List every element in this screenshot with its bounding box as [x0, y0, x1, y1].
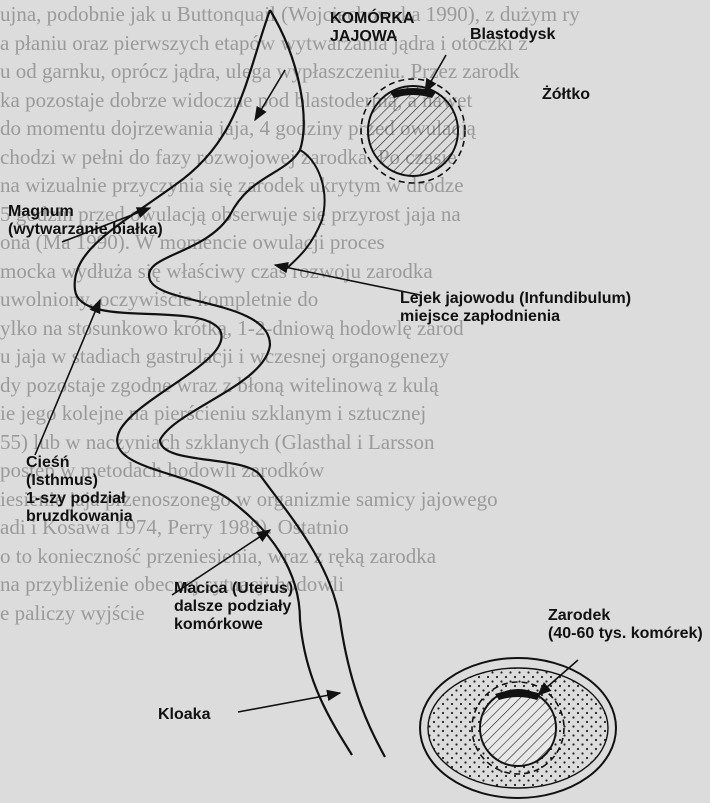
oviduct-wall-right — [149, 10, 385, 757]
arrow-infundibulum — [275, 265, 420, 295]
egg-cell-figure — [361, 79, 465, 183]
label-cloaca: Kloaka — [158, 706, 210, 724]
oviduct-wall-left — [75, 10, 352, 755]
label-embryo: Zarodek(40-60 tys. komórek) — [548, 607, 703, 643]
embryo-figure — [420, 658, 616, 798]
arrow-isthmus — [35, 300, 100, 455]
label-magnum: Magnum(wytwarzanie białka) — [8, 203, 163, 239]
infundibulum-funnel — [285, 150, 325, 270]
label-infundibulum: Lejek jajowodu (Infundibulum)miejsce zap… — [400, 290, 631, 326]
arrow-blastodisk — [425, 55, 446, 92]
label-blastodisk: Blastodysk — [470, 26, 555, 44]
label-yolk: Żółtko — [542, 86, 590, 104]
arrow-egg-cell — [255, 70, 285, 120]
